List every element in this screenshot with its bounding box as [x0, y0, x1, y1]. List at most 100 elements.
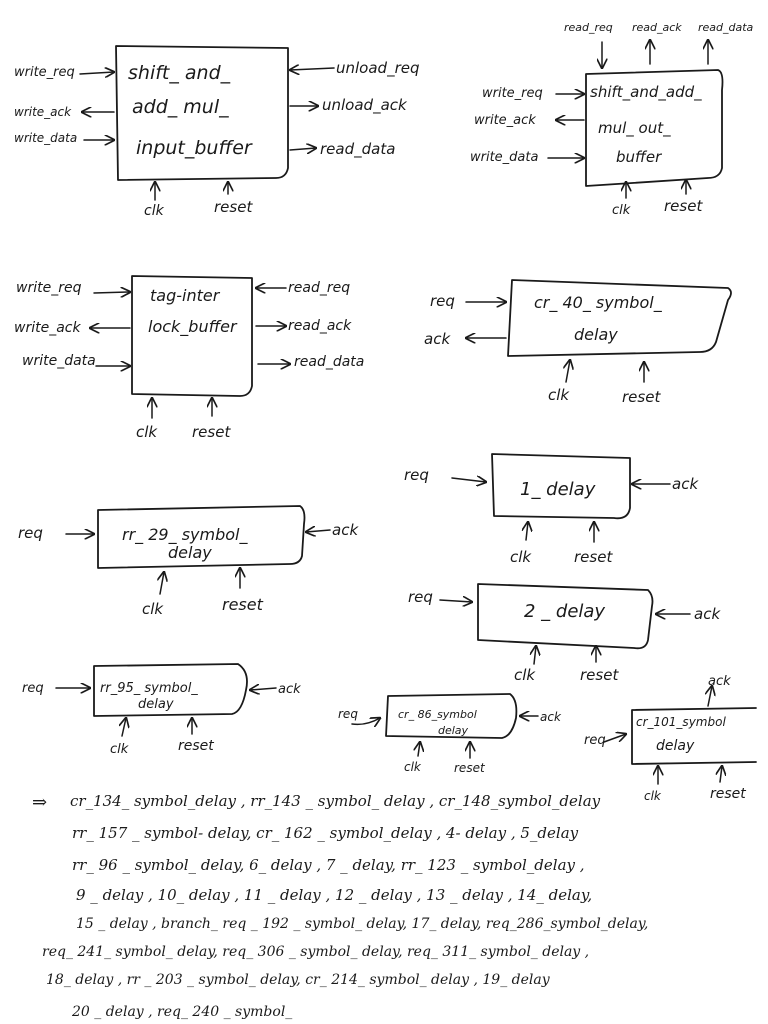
list-line: 18_ delay , rr _ 203 _ symbol_ delay, cr… [46, 972, 551, 988]
block-title-line: tag-inter [150, 286, 221, 305]
port-label: clk [510, 548, 532, 566]
port-label: reset [454, 761, 486, 775]
block-title-line: buffer [616, 148, 662, 166]
port-label: reset [580, 666, 619, 684]
block-title-line: shift_ and_ [128, 62, 231, 84]
port-label: write_req [14, 65, 75, 80]
port-label: read_ack [288, 318, 352, 334]
port-label: ack [672, 475, 699, 493]
block-outline [93, 663, 248, 717]
input-arrow [306, 530, 331, 532]
port-label: reset [664, 197, 703, 215]
port-label: reset [574, 548, 613, 566]
port-label: reset [192, 423, 231, 441]
block-title-line: shift_and_add_ [590, 83, 702, 102]
block-outline [385, 693, 518, 739]
block-title-line: input_buffer [136, 137, 253, 159]
block-outline [631, 707, 757, 765]
block-title-line: 1_ delay [520, 479, 596, 500]
block-title-line: lock_buffer [148, 317, 238, 337]
block-outline [97, 505, 306, 569]
input-arrow [451, 478, 486, 482]
port-label: req [430, 292, 455, 310]
port-label: write_data [14, 131, 77, 145]
input-arrow [526, 522, 528, 541]
cr-86-symbol-delay-block: cr_ 86_symbol delay req ack clk reset [338, 693, 562, 775]
input-arrow [79, 72, 114, 74]
input-arrow [439, 600, 472, 602]
list-line: rr_ 157 _ symbol- delay, cr_ 162 _ symbo… [72, 824, 579, 842]
list-line: 15 _ delay , branch_ req _ 192 _ symbol_… [76, 916, 648, 932]
block-title-line: delay [138, 697, 174, 712]
output-arrow [289, 148, 316, 150]
port-label: req [22, 681, 44, 696]
block-title-line: 2 _ delay [524, 601, 605, 622]
input-arrow [720, 766, 722, 783]
port-label: req [404, 466, 429, 484]
1-delay-block: 1_ delay req ack clk reset [404, 453, 699, 566]
input-arrow [290, 68, 335, 70]
port-label: ack [708, 674, 731, 689]
input-arrow [534, 646, 536, 665]
port-label: ack [694, 605, 721, 623]
input-arrow [566, 360, 570, 383]
port-label: read_ack [632, 21, 682, 34]
port-label: write_ack [14, 320, 81, 336]
list-line: 20 _ delay , req_ 240 _ symbol_ [71, 1004, 292, 1020]
port-label: read_data [320, 140, 395, 159]
list-arrow-symbol: ⇒ [32, 792, 47, 813]
port-label: ack [540, 710, 562, 724]
block-title-line: delay [168, 543, 212, 562]
port-label: write_req [482, 86, 543, 101]
port-label: clk [644, 789, 662, 803]
block-outline [507, 279, 732, 357]
block-title-line: delay [574, 325, 618, 344]
output-arrow [708, 686, 712, 707]
input-arrow [418, 742, 420, 757]
port-label: read_data [294, 354, 364, 370]
port-label: reset [214, 198, 253, 216]
port-label: read_req [288, 280, 350, 296]
port-label: clk [612, 203, 631, 218]
block-title-line: cr_101_symbol [636, 715, 726, 729]
block-title-line: mul_ out_ [598, 119, 671, 138]
rr-29-symbol-delay-block: rr_ 29_ symbol_ delay req ack clk reset [18, 505, 359, 618]
cr-101-symbol-delay-block: cr_101_symbol delay req ack clk reset [584, 674, 757, 803]
port-label: req [408, 588, 433, 606]
port-label: unload_ack [322, 96, 408, 115]
port-label: req [18, 524, 43, 542]
2-delay-block: 2 _ delay req ack clk reset [408, 583, 721, 684]
port-label: clk [548, 386, 570, 404]
port-label: reset [710, 786, 746, 802]
list-line: rr_ 96 _ symbol_ delay, 6_ delay , 7 _ d… [72, 856, 585, 874]
block-title-line: cr_ 40_ symbol_ [534, 293, 663, 313]
port-label: req [584, 733, 606, 748]
port-label: clk [514, 666, 536, 684]
block-title-line: delay [656, 738, 695, 754]
port-label: write_ack [474, 113, 536, 128]
list-line: 9 _ delay , 10_ delay , 11 _ delay , 12 … [76, 886, 592, 904]
port-label: write_req [16, 280, 82, 296]
port-label: reset [178, 738, 214, 754]
block-title-line: add_ mul_ [132, 96, 229, 118]
cr-40-symbol-delay-block: cr_ 40_ symbol_ delay req ack clk reset [424, 279, 732, 406]
port-label: write_ack [14, 105, 72, 119]
input-arrow [603, 734, 626, 743]
port-label: read_data [698, 21, 754, 34]
block-title-line: rr_ 29_ symbol_ [122, 525, 248, 545]
block-title-line: delay [438, 724, 469, 737]
port-label: clk [142, 600, 164, 618]
tag-interlock-buffer-block: tag-inter lock_buffer write_req write_ac… [14, 275, 364, 441]
list-line: cr_134_ symbol_delay , rr_143 _ symbol_ … [70, 792, 601, 810]
input-arrow [122, 718, 126, 737]
input-arrow [93, 292, 130, 293]
block-outline [585, 69, 724, 187]
port-label: write_data [470, 150, 538, 165]
list-line: req_ 241_ symbol_ delay, req_ 306 _ symb… [42, 944, 589, 960]
input-arrow [351, 718, 380, 724]
shift-and-add-mul-out-buffer-block: shift_and_add_ mul_ out_ buffer read_req… [470, 21, 754, 218]
block-outline [115, 45, 289, 181]
block-outline [491, 453, 631, 520]
port-label: clk [110, 742, 129, 757]
